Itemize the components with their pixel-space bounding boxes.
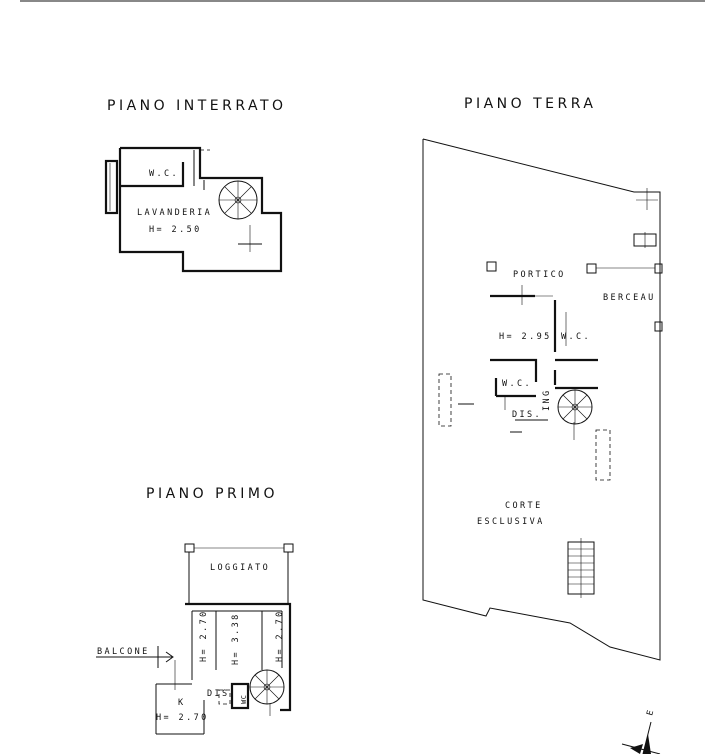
ground-entrance-steps: [567, 538, 595, 598]
compass-rose-icon: E: [621, 707, 661, 754]
first-house-walls: [185, 602, 292, 712]
portico-pillar: [486, 261, 497, 272]
first-balcone-label: BALCONE: [97, 647, 150, 657]
basement-window-well: [104, 159, 119, 215]
ground-portico-label: PORTICO: [513, 270, 566, 280]
ground-dis-label: DIS.: [512, 410, 542, 420]
basement-height-label: H= 2.50: [149, 225, 202, 235]
portico-pillar: [586, 263, 597, 274]
ground-esclusiva-label: ESCLUSIVA: [477, 517, 545, 527]
first-height-center: H= 3.38: [231, 612, 241, 665]
first-wc-block: [230, 682, 250, 710]
first-height-right: H= 2.70: [275, 609, 285, 662]
ground-corte-label: CORTE: [505, 501, 543, 511]
basement-wc-partition: [120, 162, 185, 188]
ground-title: PIANO TERRA: [464, 96, 596, 112]
first-height-left: H= 2.70: [199, 609, 209, 662]
ground-wc-label-left: W.C.: [502, 379, 532, 389]
ground-ing-label: ING: [542, 388, 552, 411]
loggiato-pillar: [283, 543, 294, 553]
ground-dashed-projection: [438, 373, 452, 427]
basement-lavanderia-label: LAVANDERIA: [137, 208, 212, 218]
basement-floor: PIANO INTERRATO W.C. LAVANDERIA H= 2.50: [104, 98, 287, 273]
berceau-pillar: [654, 263, 663, 274]
ground-floor: PIANO TERRA: [422, 96, 663, 661]
first-floor: PIANO PRIMO: [96, 486, 294, 735]
first-title: PIANO PRIMO: [146, 486, 278, 502]
first-spiral-stair: [249, 669, 285, 705]
first-dis-label: DIS.: [207, 689, 237, 699]
basement-spiral-stair: [218, 180, 258, 220]
compass-east-label: E: [645, 707, 657, 717]
first-k-label: K: [178, 698, 186, 708]
ground-wc-label-right: W.C.: [561, 332, 591, 342]
loggiato-pillar: [184, 543, 195, 553]
ground-dashed-projection: [595, 429, 611, 481]
first-k-height-label: H= 2.70: [156, 713, 209, 723]
basement-wc-label: W.C.: [149, 169, 179, 179]
ground-partition: [490, 358, 538, 382]
ground-spiral-stair: [557, 389, 593, 425]
first-wc-label: WC: [240, 695, 248, 704]
ground-berceau-label: BERCEAU: [603, 293, 656, 303]
basement-title: PIANO INTERRATO: [107, 98, 287, 114]
berceau-pillar: [654, 321, 663, 332]
first-loggiato-label: LOGGIATO: [210, 563, 270, 573]
ground-height-label: H= 2.95: [499, 332, 552, 342]
basement-walls: [118, 146, 283, 273]
